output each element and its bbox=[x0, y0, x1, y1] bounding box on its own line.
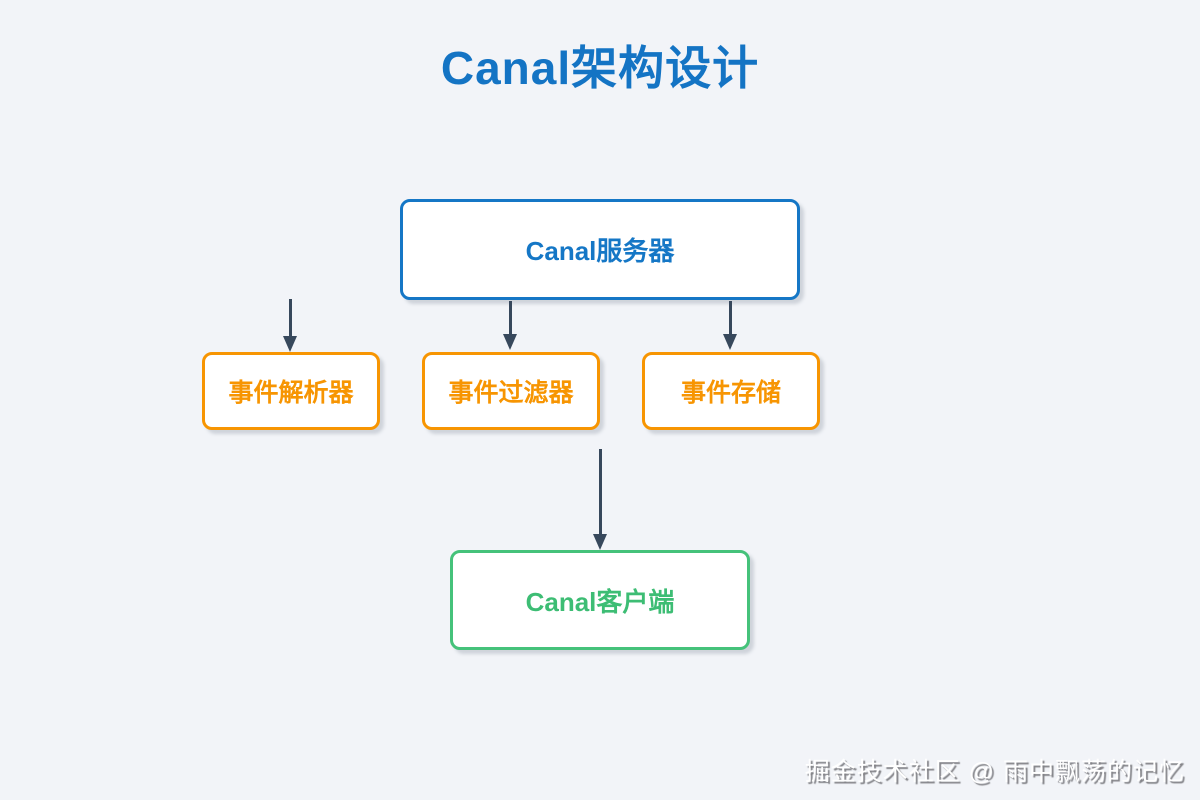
node-event-store: 事件存储 bbox=[642, 352, 820, 430]
arrow-line bbox=[288, 299, 292, 336]
arrow-head-icon bbox=[723, 334, 737, 350]
arrow-to-canal-client bbox=[593, 449, 607, 550]
node-event-filter-label: 事件过滤器 bbox=[448, 379, 574, 407]
arrow-head-icon bbox=[593, 534, 607, 550]
arrow-line bbox=[598, 449, 602, 534]
arrow-line bbox=[508, 301, 512, 334]
arrow-server-to-event-store bbox=[723, 301, 737, 350]
arrow-head-icon bbox=[283, 336, 297, 352]
arrow-server-to-event-filter bbox=[503, 301, 517, 350]
node-event-parser-label: 事件解析器 bbox=[228, 379, 354, 407]
node-canal-client: Canal客户端 bbox=[450, 550, 750, 650]
node-canal-client-label: Canal客户端 bbox=[525, 586, 675, 617]
arrow-head-icon bbox=[503, 334, 517, 350]
node-event-parser: 事件解析器 bbox=[202, 352, 380, 430]
arrow-to-event-parser bbox=[283, 299, 297, 352]
node-canal-server-label: Canal服务器 bbox=[525, 236, 675, 266]
arrow-line bbox=[728, 301, 732, 334]
node-canal-server: Canal服务器 bbox=[400, 199, 800, 300]
diagram-title: Canal架构设计 bbox=[440, 42, 760, 94]
node-event-filter: 事件过滤器 bbox=[422, 352, 600, 430]
node-event-store-label: 事件存储 bbox=[680, 379, 781, 407]
watermark-text: 掘金技术社区 @ 雨中飘荡的记忆 bbox=[804, 758, 1185, 786]
